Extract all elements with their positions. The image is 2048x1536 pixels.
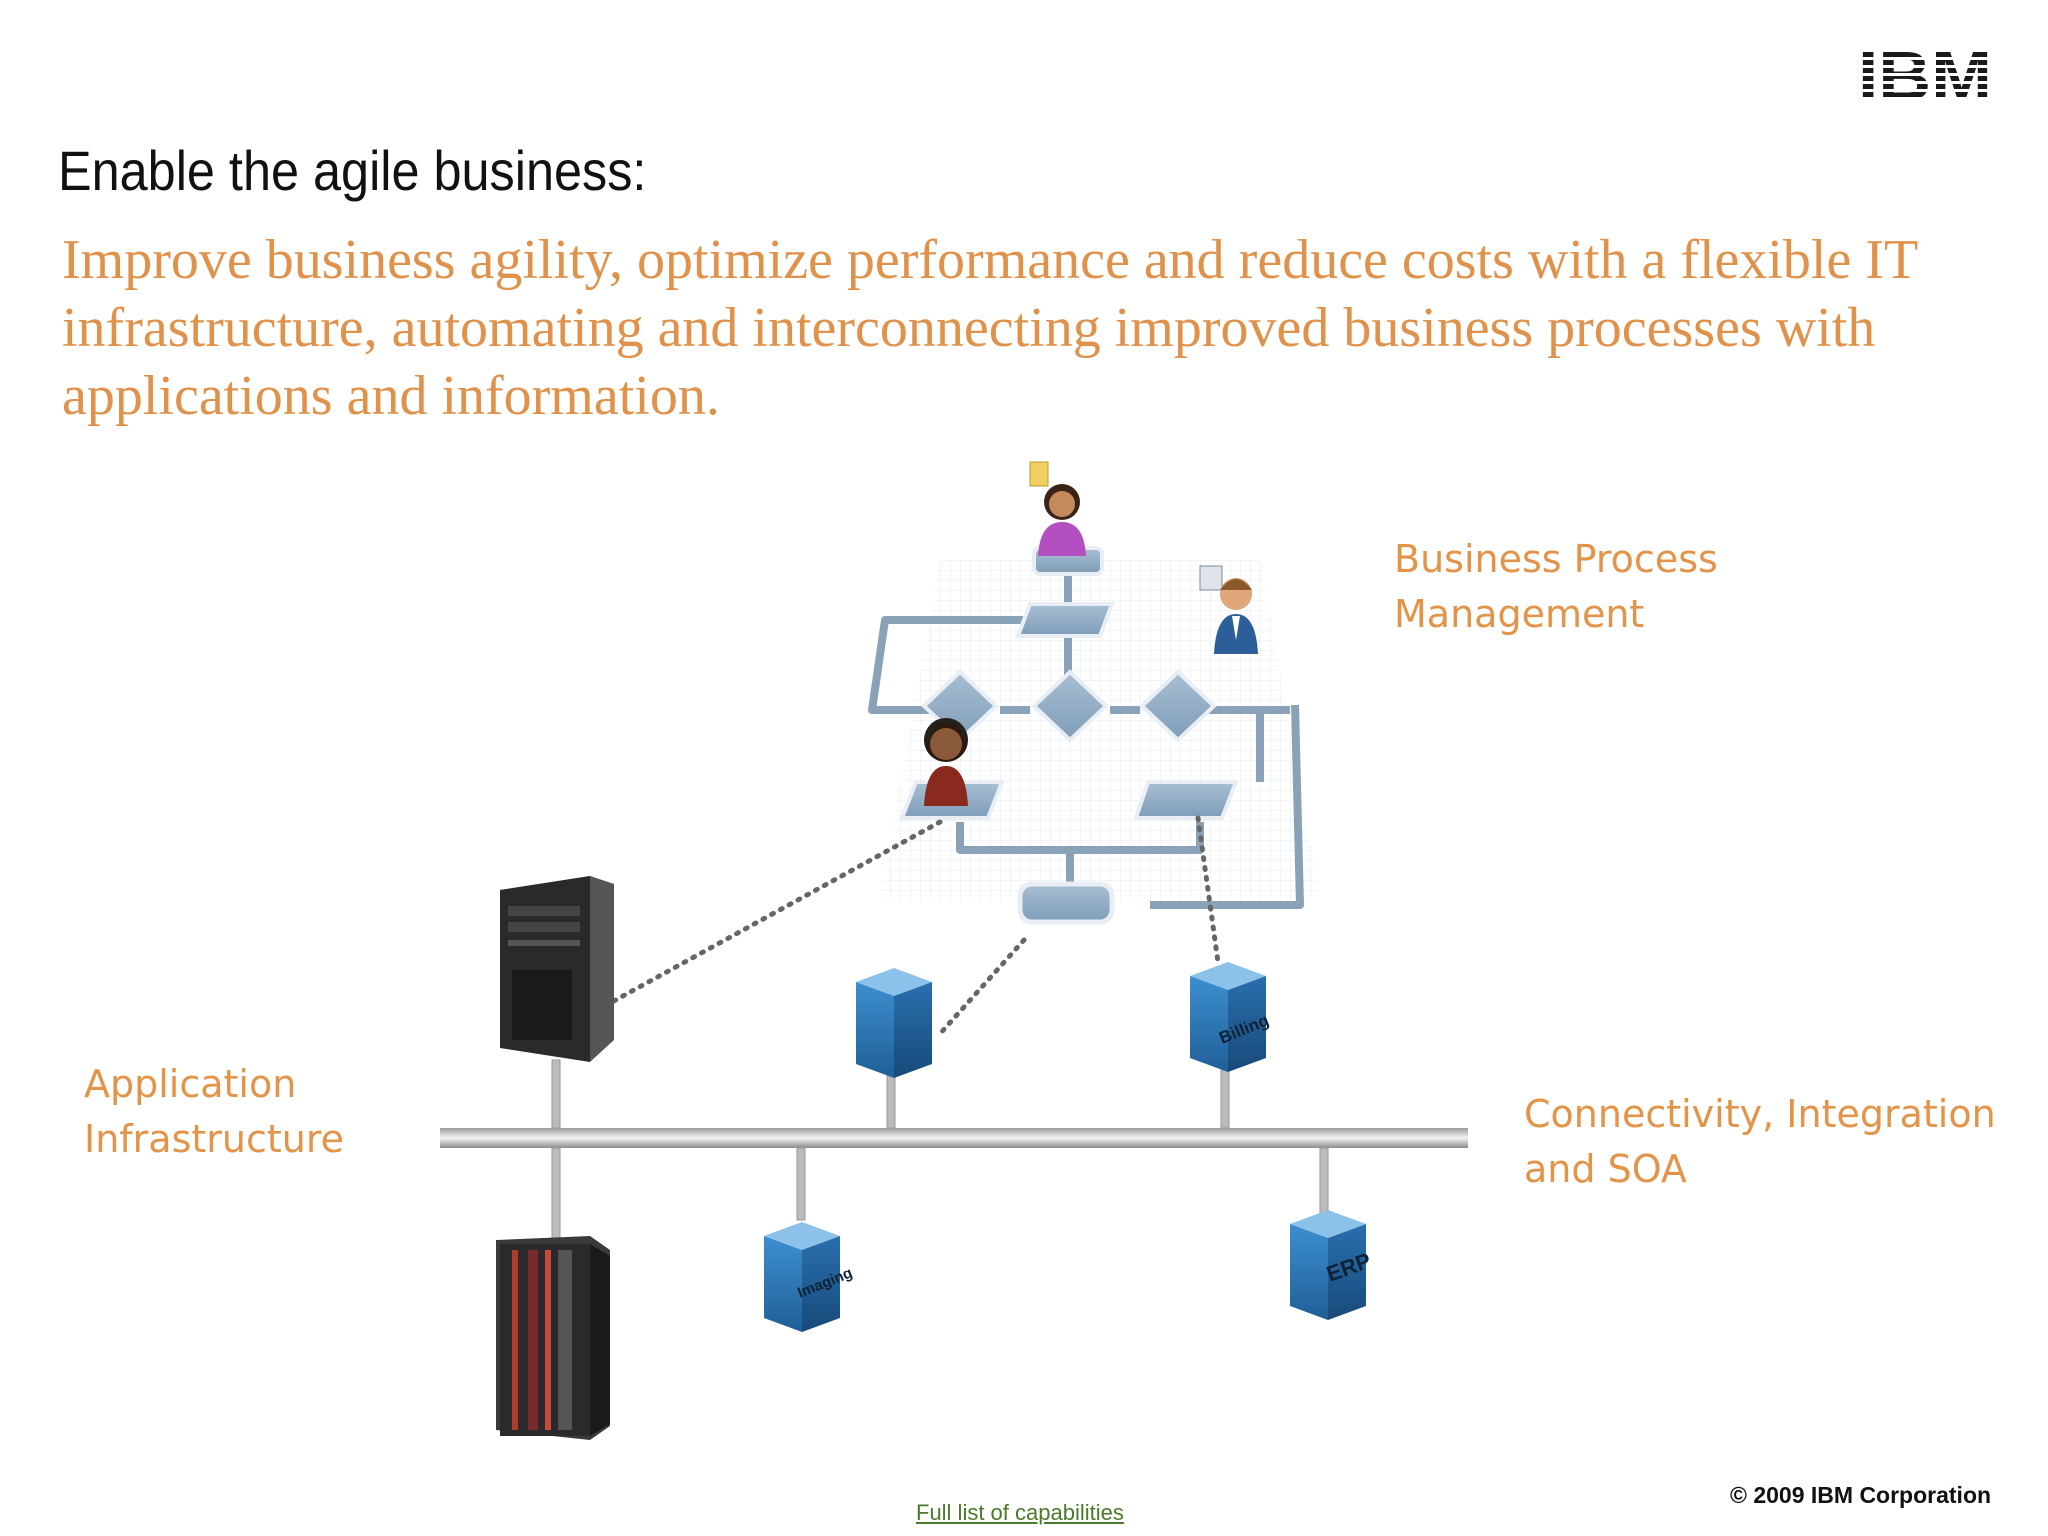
bpm-label: Business Process Management [1394,537,1718,636]
cube-billing: Billing [1190,962,1272,1072]
tower-server-icon [500,876,614,1062]
svg-text:IBM: IBM [1858,44,1992,106]
process-flow [868,546,1320,925]
slide-subtitle: Improve business agility, optimize perfo… [62,229,1918,427]
connectivity-label: Connectivity, Integration and SOA [1524,1092,1996,1191]
cube-erp: ERP [1290,1210,1374,1320]
person-icon-right [1199,565,1258,654]
mainframe-icon [496,1236,610,1440]
cube-blank [856,968,932,1078]
ibm-logo: IBM [1858,44,1992,106]
person-icon-top [1029,461,1086,556]
slide-title: Enable the agile business: [58,139,647,202]
person-icon-agent [924,718,968,806]
copyright: © 2009 IBM Corporation [1730,1482,1992,1508]
capabilities-link[interactable]: Full list of capabilities [916,1500,1124,1525]
integration-bus [440,1059,1468,1239]
app-infrastructure-label: Application Infrastructure [84,1062,345,1161]
cube-imaging: Imaging [764,1222,855,1332]
